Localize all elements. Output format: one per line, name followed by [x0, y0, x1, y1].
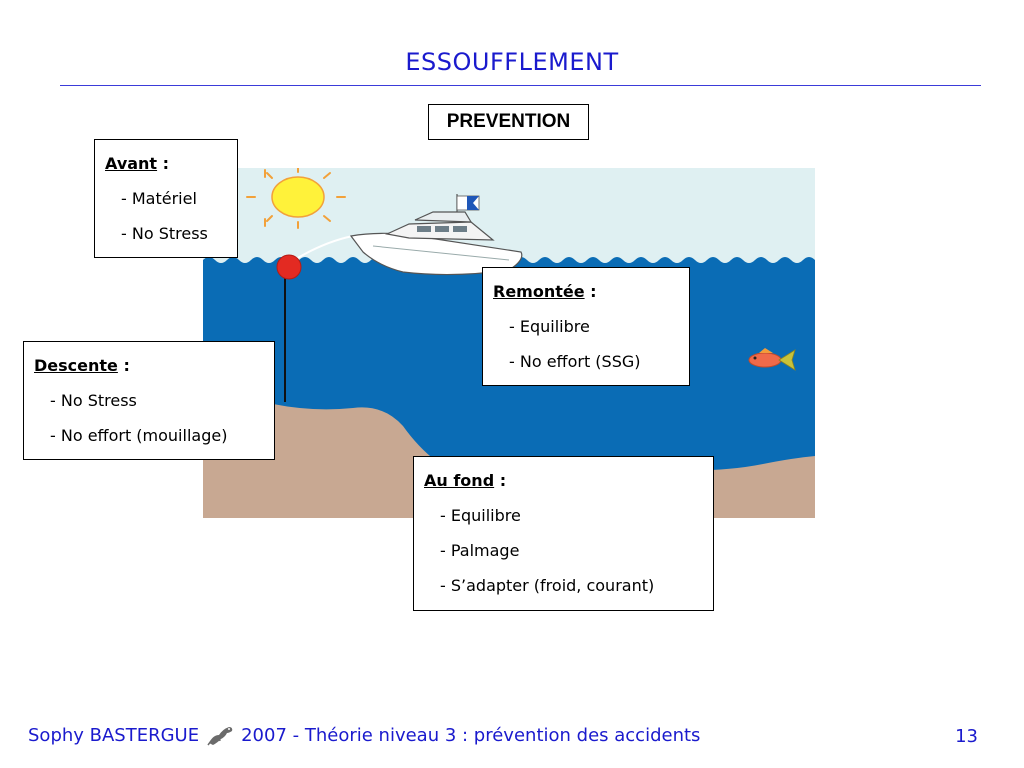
title-divider — [60, 85, 981, 86]
prevention-text: PREVENTION — [446, 111, 571, 132]
sun-icon — [246, 168, 346, 229]
fish-icon — [748, 348, 796, 371]
descente-heading: Descente : — [34, 356, 130, 375]
list-item: - No effort (mouillage) — [50, 426, 228, 445]
list-item: - Palmage — [440, 541, 520, 560]
buoy-icon — [276, 254, 302, 280]
list-item: - No Stress — [121, 224, 208, 243]
footer-course: 2007 - Théorie niveau 3 : prévention des… — [241, 724, 701, 746]
list-item: - No Stress — [50, 391, 137, 410]
seahorse-logo-icon — [207, 727, 233, 746]
list-item: - Equilibre — [440, 506, 521, 525]
list-item: - S’adapter (froid, courant) — [440, 576, 655, 595]
remontee-box: Remontée : - Equilibre - No effort (SSG) — [482, 267, 690, 386]
page-number: 13 — [955, 726, 978, 747]
footer: Sophy BASTERGUE 2007 - Théorie niveau 3 … — [28, 723, 700, 747]
avant-box: Avant : - Matériel - No Stress — [94, 139, 238, 258]
remontee-heading: Remontée : — [493, 282, 597, 301]
prevention-label: PREVENTION — [428, 104, 589, 140]
list-item: - Equilibre — [509, 317, 590, 336]
dive-flag-icon — [456, 195, 480, 211]
list-item: - Matériel — [121, 189, 197, 208]
slide-title: ESSOUFFLEMENT — [405, 48, 619, 76]
au-fond-heading: Au fond : — [424, 471, 507, 490]
footer-author: Sophy BASTERGUE — [28, 724, 200, 746]
descente-box: Descente : - No Stress - No effort (moui… — [23, 341, 275, 460]
au-fond-box: Au fond : - Equilibre - Palmage - S’adap… — [413, 456, 714, 611]
list-item: - No effort (SSG) — [509, 352, 641, 371]
boat-icon — [349, 194, 523, 276]
avant-heading: Avant : — [105, 154, 170, 173]
